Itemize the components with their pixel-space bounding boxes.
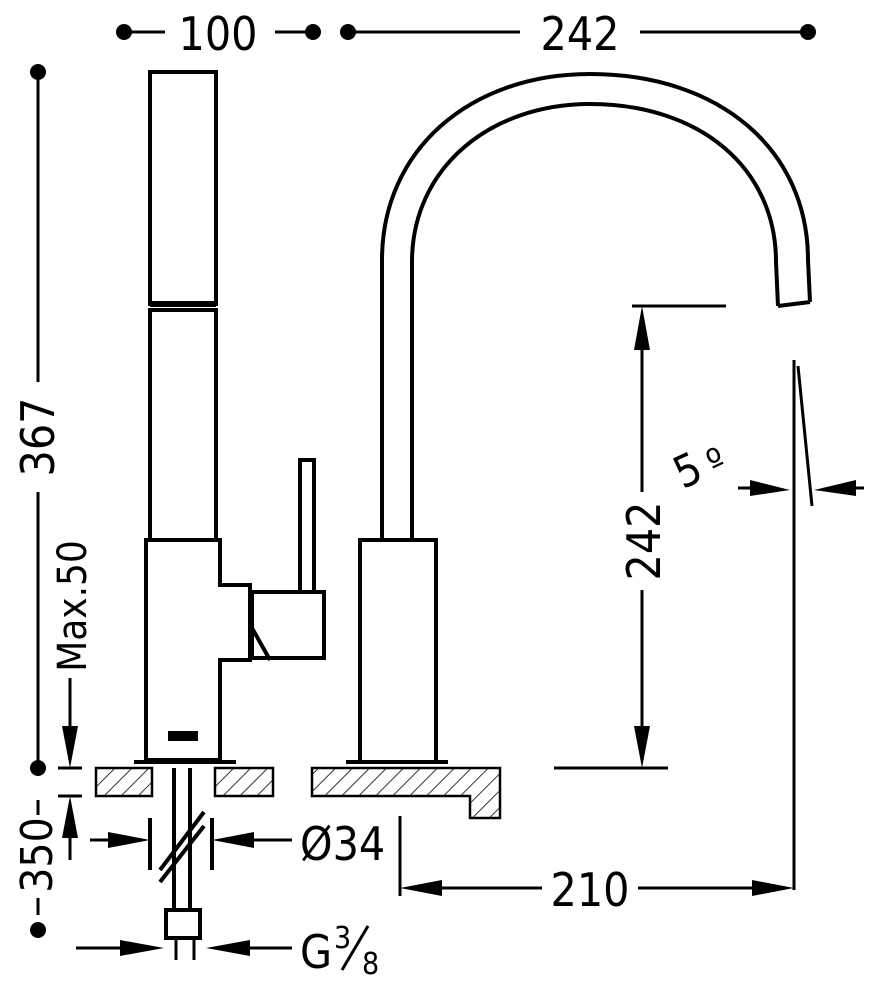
dim-hose-length xyxy=(30,800,46,938)
dim-connection-thread-fraction-bar xyxy=(340,925,370,971)
dim-total-height-label: 367 xyxy=(11,398,65,477)
dim-total-height xyxy=(30,64,46,776)
countertop xyxy=(94,766,502,820)
dim-max-deck-label: Max.50 xyxy=(50,540,96,672)
dim-max-deck xyxy=(58,678,82,860)
dim-spout-height-label: 242 xyxy=(617,502,671,581)
dim-connection-thread-denominator: 8 xyxy=(362,947,379,982)
dim-spout-reach-label: 210 xyxy=(551,863,630,917)
faucet-front-view xyxy=(346,71,812,764)
dim-body-width-label: 100 xyxy=(179,7,258,61)
dim-connection-thread-letter: G xyxy=(300,925,332,979)
dim-connection-thread xyxy=(76,936,292,960)
dim-spout-height xyxy=(554,304,726,770)
dim-spout-reach xyxy=(398,816,794,896)
dim-spout-reach-top xyxy=(340,24,816,40)
shank xyxy=(148,768,214,940)
dim-shank-diameter xyxy=(90,832,292,848)
dim-shank-diameter-label: Ø34 xyxy=(300,817,385,871)
dim-spout-reach-top-label: 242 xyxy=(541,7,620,61)
dim-body-width xyxy=(116,24,321,40)
dim-connection-thread-numerator: 3 xyxy=(334,921,351,956)
dim-hose-length-label: 350 xyxy=(12,817,63,893)
faucet-side-view xyxy=(134,70,326,764)
dim-spout-angle xyxy=(738,360,864,890)
